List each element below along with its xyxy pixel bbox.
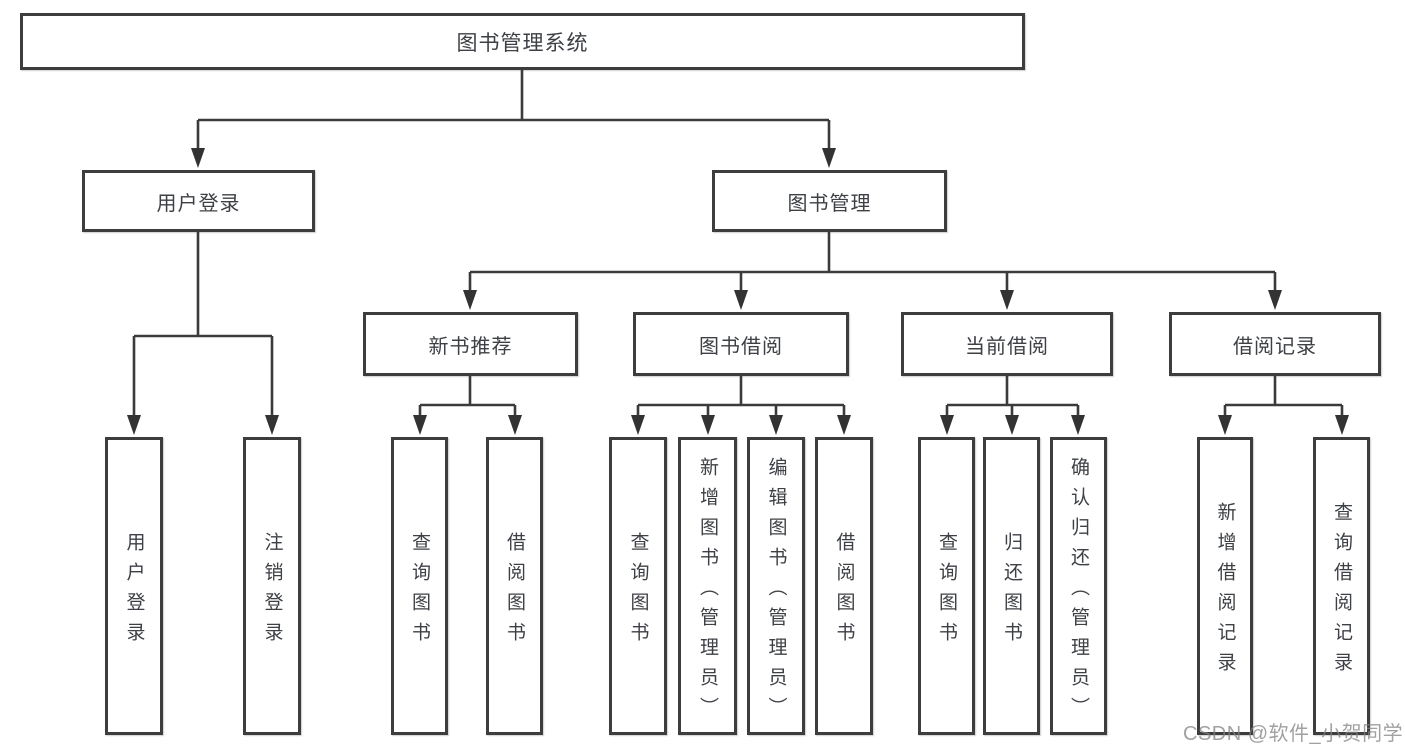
leaf-return-books-label: 归还图书 — [1001, 531, 1022, 652]
leaf-query-books-recommend: 查询图书 — [391, 437, 448, 735]
leaf-query-borrow-record: 查询借阅记录 — [1313, 437, 1370, 735]
arrow-icon — [191, 148, 205, 168]
leaf-borrow-books-borrowing-label: 借阅图书 — [833, 531, 855, 652]
arrow-icon — [1335, 415, 1349, 435]
node-new-book-recommend-label: 新书推荐 — [428, 335, 513, 358]
leaf-query-books-current: 查询图书 — [918, 437, 975, 735]
arrow-icon — [940, 415, 954, 435]
arrow-icon — [631, 415, 645, 435]
leaf-borrow-books-recommend: 借阅图书 — [486, 437, 543, 735]
arrow-icon — [1218, 415, 1232, 435]
leaf-borrow-books-recommend-label: 借阅图书 — [504, 531, 525, 652]
leaf-add-borrow-record-label: 新增借阅记录 — [1214, 501, 1236, 682]
node-book-management-label: 图书管理 — [787, 192, 872, 215]
leaf-borrow-books-borrowing: 借阅图书 — [815, 437, 873, 735]
arrow-icon — [1071, 415, 1085, 435]
leaf-user-login-label: 用户登录 — [123, 531, 145, 652]
node-root-label: 图书管理系统 — [456, 31, 589, 55]
leaf-logout-login-label: 注销登录 — [261, 531, 283, 652]
node-root: 图书管理系统 — [20, 13, 1025, 70]
leaf-query-books-current-label: 查询图书 — [936, 531, 957, 652]
leaf-query-books-recommend-label: 查询图书 — [409, 531, 430, 652]
arrow-icon — [734, 290, 748, 310]
leaf-logout-login: 注销登录 — [243, 437, 301, 735]
arrow-icon — [463, 290, 477, 310]
leaf-edit-books-admin-label: 编辑图书（管理员） — [765, 456, 787, 727]
leaf-add-borrow-record: 新增借阅记录 — [1197, 437, 1253, 735]
arrow-icon — [1005, 415, 1019, 435]
leaf-edit-books-admin: 编辑图书（管理员） — [747, 437, 805, 735]
watermark: CSDN @软件_小贺同学 — [1183, 723, 1404, 745]
leaf-user-login: 用户登录 — [105, 437, 163, 735]
node-book-borrowing: 图书借阅 — [633, 312, 849, 376]
node-current-borrowing: 当前借阅 — [901, 312, 1113, 376]
arrow-icon — [508, 415, 522, 435]
node-borrowing-records: 借阅记录 — [1169, 312, 1381, 376]
node-book-management: 图书管理 — [712, 170, 947, 232]
leaf-add-books-admin: 新增图书（管理员） — [678, 437, 737, 735]
leaf-query-books-borrowing: 查询图书 — [609, 437, 667, 735]
arrow-icon — [822, 148, 836, 168]
leaf-return-books: 归还图书 — [983, 437, 1040, 735]
arrow-icon — [769, 415, 783, 435]
arrow-icon — [265, 415, 279, 435]
arrow-icon — [837, 415, 851, 435]
node-user-login-branch-label: 用户登录 — [156, 192, 241, 215]
arrow-icon — [413, 415, 427, 435]
arrow-icon — [1000, 290, 1014, 310]
leaf-confirm-return-admin-label: 确认归还（管理员） — [1068, 456, 1089, 727]
node-book-borrowing-label: 图书借阅 — [699, 335, 783, 358]
leaf-confirm-return-admin: 确认归还（管理员） — [1050, 437, 1107, 735]
leaf-query-borrow-record-label: 查询借阅记录 — [1331, 501, 1352, 682]
arrow-icon — [127, 415, 141, 435]
node-current-borrowing-label: 当前借阅 — [965, 335, 1049, 358]
node-new-book-recommend: 新书推荐 — [363, 312, 578, 376]
leaf-query-books-borrowing-label: 查询图书 — [627, 531, 649, 652]
leaf-add-books-admin-label: 新增图书（管理员） — [697, 456, 718, 727]
node-borrowing-records-label: 借阅记录 — [1233, 335, 1317, 358]
node-user-login-branch: 用户登录 — [82, 170, 315, 232]
arrow-icon — [1268, 290, 1282, 310]
arrow-icon — [701, 415, 715, 435]
